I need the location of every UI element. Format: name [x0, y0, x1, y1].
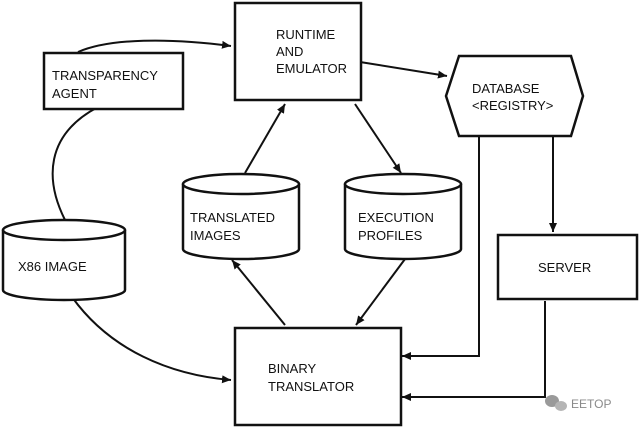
wechat-icon: [545, 395, 567, 411]
x86-label: X86 IMAGE: [18, 259, 87, 274]
runtime-line3: EMULATOR: [276, 61, 347, 76]
binary-translator-box: BINARY TRANSLATOR: [233, 326, 403, 427]
translated-images-cylinder: TRANSLATED IMAGES: [181, 172, 301, 261]
eetop-watermark: EETOP: [545, 395, 611, 411]
edge-agent-to-runtime: [77, 39, 232, 53]
runtime-line1: RUNTIME: [276, 27, 336, 42]
database-line2: <REGISTRY>: [472, 98, 553, 113]
transparency-line2: AGENT: [52, 86, 97, 101]
watermark-text: EETOP: [571, 397, 611, 411]
edge-translated-to-runtime: [244, 103, 286, 174]
edge-server-to-translator: [402, 301, 546, 401]
translator-line2: TRANSLATOR: [268, 379, 354, 394]
transparency-line1: TRANSPARENCY: [52, 68, 158, 83]
edge-profiles-to-translator: [355, 254, 409, 326]
edge-runtime-to-database: [359, 61, 448, 79]
translated-line2: IMAGES: [190, 228, 241, 243]
edge-database-to-translator: [402, 137, 480, 360]
server-box: SERVER: [496, 233, 639, 301]
runtime-line2: AND: [276, 44, 303, 59]
edge-agent-x86-link: [51, 106, 99, 221]
database-registry-node: DATABASE <REGISTRY>: [444, 54, 585, 138]
edge-translator-to-translated: [231, 259, 286, 326]
database-line1: DATABASE: [472, 81, 540, 96]
transparency-agent-box: TRANSPARENCY AGENT: [42, 51, 185, 111]
translator-line1: BINARY: [268, 361, 316, 376]
translated-line1: TRANSLATED: [190, 210, 275, 225]
x86-image-cylinder: X86 IMAGE: [1, 218, 127, 302]
edge-x86-to-translator: [71, 296, 232, 384]
execution-profiles-cylinder: EXECUTION PROFILES: [343, 172, 463, 261]
edge-runtime-to-profiles: [354, 103, 402, 174]
server-label: SERVER: [538, 260, 591, 275]
runtime-emulator-box: RUNTIME AND EMULATOR: [233, 1, 363, 102]
profiles-line2: PROFILES: [358, 228, 423, 243]
profiles-line1: EXECUTION: [358, 210, 434, 225]
